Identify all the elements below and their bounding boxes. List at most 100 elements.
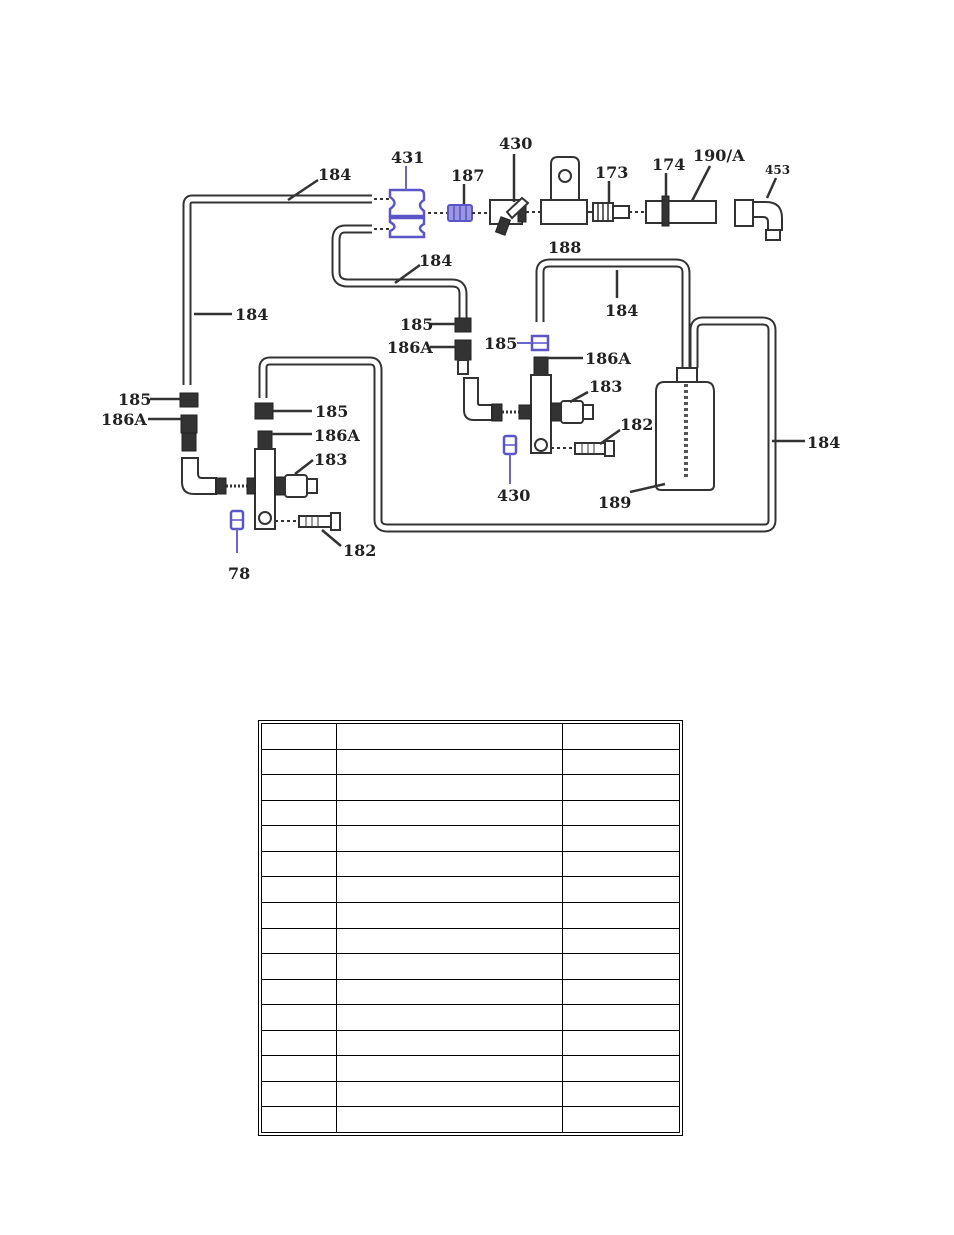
- table-cell: [260, 927, 338, 955]
- table-row: [260, 1029, 681, 1057]
- table-cell: [561, 1080, 681, 1108]
- label-182-left: 182: [343, 541, 376, 560]
- table-cell: [260, 1106, 338, 1133]
- leader-lines: [148, 154, 805, 553]
- nut-78: [229, 509, 245, 531]
- table-row: [260, 927, 681, 955]
- table-row: [260, 1055, 681, 1082]
- nut-430-bottom: [502, 434, 518, 456]
- table-cell: [336, 978, 563, 1006]
- table-row: [260, 876, 681, 903]
- table-cell: [260, 774, 338, 801]
- label-184-mid: 184: [419, 251, 452, 270]
- valve-430-top: [489, 196, 540, 236]
- table-cell: [561, 825, 681, 852]
- fitting-187: [428, 204, 490, 222]
- table-row: [260, 825, 681, 852]
- table-row: [260, 1080, 681, 1108]
- table-row: [260, 748, 681, 776]
- label-453: 453: [765, 163, 790, 177]
- table-cell: [561, 774, 681, 801]
- label-190a: 190/A: [693, 146, 745, 165]
- table-cell: [336, 825, 563, 852]
- table-row: [260, 850, 681, 878]
- label-431: 431: [391, 148, 424, 167]
- table-cell: [561, 901, 681, 929]
- fitting-186a-mid: [454, 339, 472, 375]
- label-430-bottom: 430: [497, 486, 530, 505]
- label-189: 189: [598, 493, 631, 512]
- table-row: [260, 1106, 681, 1133]
- table-cell: [260, 748, 338, 776]
- table-cell: [336, 1004, 563, 1031]
- table-cell: [336, 953, 563, 980]
- label-78: 78: [228, 564, 250, 583]
- table-cell: [561, 978, 681, 1006]
- elbow-453: [734, 199, 783, 241]
- label-182-right: 182: [620, 415, 653, 434]
- table-row: [260, 978, 681, 1006]
- fitting-431: [374, 188, 426, 239]
- label-185-b: 185: [484, 334, 517, 353]
- parts-table: [258, 720, 683, 1136]
- table-cell: [561, 927, 681, 955]
- label-185-a: 185: [400, 315, 433, 334]
- table-cell: [561, 850, 681, 878]
- table-cell: [561, 1106, 681, 1133]
- label-184-right: 184: [807, 433, 840, 452]
- label-184: 184: [318, 165, 351, 184]
- hose-190a: [645, 195, 717, 227]
- table-cell: [260, 850, 338, 878]
- table-cell: [260, 1029, 338, 1057]
- table-cell: [260, 953, 338, 980]
- label-174: 174: [652, 155, 685, 174]
- table-cell: [336, 876, 563, 903]
- table-cell: [336, 748, 563, 776]
- table-cell: [260, 723, 338, 750]
- label-184-left: 184: [235, 305, 268, 324]
- label-173: 173: [595, 163, 628, 182]
- label-188: 188: [548, 238, 581, 257]
- fitting-183-right: [550, 400, 594, 424]
- tubing: [182, 194, 777, 533]
- label-186a-c: 186A: [314, 426, 360, 445]
- table-cell: [260, 978, 338, 1006]
- table-row: [260, 1004, 681, 1031]
- table-row: [260, 723, 681, 750]
- table-cell: [561, 799, 681, 827]
- table-cell: [336, 1080, 563, 1108]
- table-cell: [336, 774, 563, 801]
- table-cell: [336, 1055, 563, 1082]
- bottle-189: [655, 367, 715, 491]
- table-cell: [561, 723, 681, 750]
- table-cell: [336, 901, 563, 929]
- table-cell: [561, 1055, 681, 1082]
- table-cell: [260, 799, 338, 827]
- label-183-right: 183: [589, 377, 622, 396]
- table-cell: [336, 850, 563, 878]
- manifold-left: [246, 430, 276, 530]
- table-row: [260, 901, 681, 929]
- table-cell: [336, 799, 563, 827]
- table-cell: [260, 825, 338, 852]
- label-186a-left: 186A: [101, 410, 147, 429]
- bolt-182-left: [275, 512, 341, 531]
- table-row: [260, 799, 681, 827]
- elbow-left: [181, 457, 250, 495]
- table-cell: [260, 1080, 338, 1108]
- bolt-182-right: [551, 440, 615, 457]
- table-cell: [336, 723, 563, 750]
- manifold-right: [518, 356, 552, 454]
- bracket-188: [540, 156, 588, 225]
- fitting-183-left: [274, 474, 318, 498]
- part-labels: 184 431 187 430 173 174 190/A 453 188 18…: [101, 134, 840, 583]
- fitting-185-left: [179, 392, 199, 408]
- label-187: 187: [451, 166, 484, 185]
- table-cell: [336, 1029, 563, 1057]
- table-cell: [561, 953, 681, 980]
- label-183-left: 183: [314, 450, 347, 469]
- label-186a-a: 186A: [387, 338, 433, 357]
- table-cell: [260, 901, 338, 929]
- table-cell: [260, 1004, 338, 1031]
- label-185-c: 185: [315, 402, 348, 421]
